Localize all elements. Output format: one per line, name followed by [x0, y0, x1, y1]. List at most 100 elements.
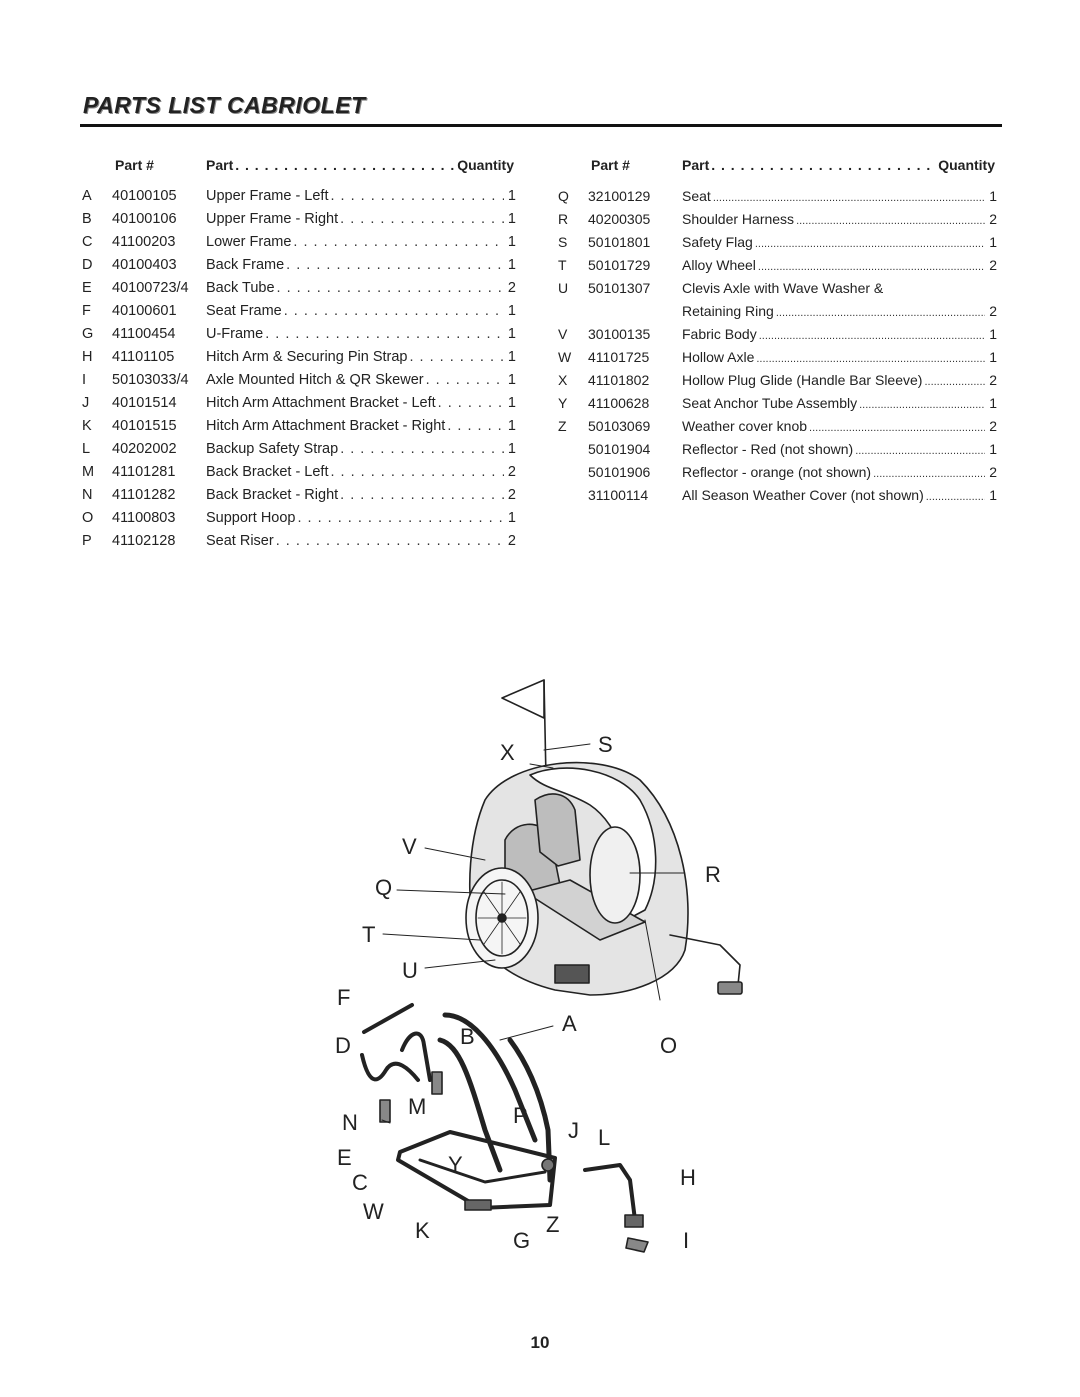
part-description: Seat Anchor Tube Assembly1: [682, 392, 997, 417]
part-letter: Y: [558, 395, 568, 411]
part-letter: I: [82, 372, 87, 388]
callout-leaders: [381, 743, 685, 1124]
part-quantity: 1: [507, 257, 516, 273]
part-letter: U: [558, 280, 569, 296]
part-letter: J: [82, 395, 90, 411]
part-name: U-Frame: [206, 326, 264, 342]
leader-dots: [340, 438, 504, 461]
part-number: 40100105: [112, 188, 177, 204]
upper-frame-right: [437, 1037, 503, 1173]
parts-rows-right: Q32100129Seat1R40200305Shoulder Harness2…: [556, 185, 1001, 507]
callout-V: V: [402, 834, 417, 859]
part-letter: T: [558, 257, 567, 273]
part-number: 40101514: [112, 395, 177, 411]
axle-mounted-hitch: [625, 1237, 649, 1253]
part-description: Axle Mounted Hitch & QR Skewer1: [206, 369, 516, 392]
seat-back-right: [534, 793, 581, 867]
part-description: Hitch Arm Attachment Bracket - Left1: [206, 392, 516, 415]
part-description: All Season Weather Cover (not shown)1: [682, 484, 997, 509]
flag-pennant: [501, 679, 545, 719]
part-quantity: 2: [507, 533, 516, 549]
callout-B: B: [460, 1024, 475, 1049]
part-letter: A: [82, 188, 92, 204]
part-quantity: 1: [507, 188, 516, 204]
part-name: Reflector - orange (not shown): [682, 464, 872, 480]
part-number: 50101729: [588, 257, 651, 273]
part-number: 41101105: [112, 349, 175, 365]
callout-W: W: [363, 1199, 384, 1224]
callout-Z: Z: [546, 1212, 559, 1237]
leader-dots: [284, 300, 504, 323]
part-letter: D: [82, 257, 93, 273]
part-quantity: 2: [989, 257, 997, 273]
callout-M: M: [408, 1094, 426, 1119]
part-name: Hollow Plug Glide (Handle Bar Sleeve): [682, 372, 923, 388]
header-part: Part: [206, 157, 234, 173]
leader-dots: [855, 438, 985, 463]
seat-frame: [362, 1003, 414, 1034]
part-name: Retaining Ring: [682, 303, 774, 319]
part-name: Support Hoop: [206, 510, 296, 526]
part-quantity: 1: [989, 349, 997, 365]
callout-L: L: [598, 1125, 610, 1150]
leader-dots: [331, 185, 505, 208]
part-name: Hollow Axle: [682, 349, 755, 365]
part-number: 40202002: [112, 441, 177, 457]
part-quantity: 1: [989, 188, 997, 204]
part-description: Back Bracket - Left2: [206, 461, 516, 484]
part-letter: V: [558, 326, 568, 342]
part-quantity: 1: [507, 510, 516, 526]
part-name: Back Frame: [206, 257, 285, 273]
part-number: 41101725: [588, 349, 650, 365]
part-name: Back Bracket - Left: [206, 464, 329, 480]
back-bracket-right: [379, 1099, 391, 1123]
leader-dots: [447, 415, 504, 438]
part-description: Shoulder Harness2: [682, 208, 997, 233]
part-name: Weather cover knob: [682, 418, 808, 434]
part-description: Weather cover knob 2: [682, 415, 997, 440]
part-name: Seat Frame: [206, 303, 282, 319]
part-name: Shoulder Harness: [682, 211, 795, 227]
part-letter: E: [82, 280, 92, 296]
part-number: 32100129: [588, 188, 651, 204]
leader-dots: [286, 254, 504, 277]
part-number: 41100454: [112, 326, 176, 342]
wheel-right: [589, 826, 641, 924]
back-bracket-left: [431, 1071, 443, 1095]
part-number: 30100135: [588, 326, 651, 342]
part-number: 41100628: [588, 395, 650, 411]
part-number: 40100601: [112, 303, 177, 319]
callout-I: I: [683, 1228, 689, 1253]
callout-R: R: [705, 862, 721, 887]
leader-dots: [340, 484, 504, 507]
part-name: Seat Anchor Tube Assembly: [682, 395, 858, 411]
part-number: 41100203: [112, 234, 176, 250]
part-quantity: 2: [989, 418, 997, 434]
leader-dots: [331, 461, 505, 484]
part-name: Seat: [682, 188, 711, 204]
header-quantity: Quantity: [938, 157, 995, 173]
part-description: Retaining Ring2: [682, 300, 997, 325]
part-letter: X: [558, 372, 568, 388]
part-description: Seat 1: [682, 185, 997, 210]
page-number: 10: [530, 1333, 550, 1352]
part-number: 50103069: [588, 418, 651, 434]
part-number: 40101515: [112, 418, 177, 434]
part-number: 41101802: [588, 372, 650, 388]
header-part-number: Part #: [115, 157, 154, 173]
part-quantity: 1: [507, 326, 516, 342]
